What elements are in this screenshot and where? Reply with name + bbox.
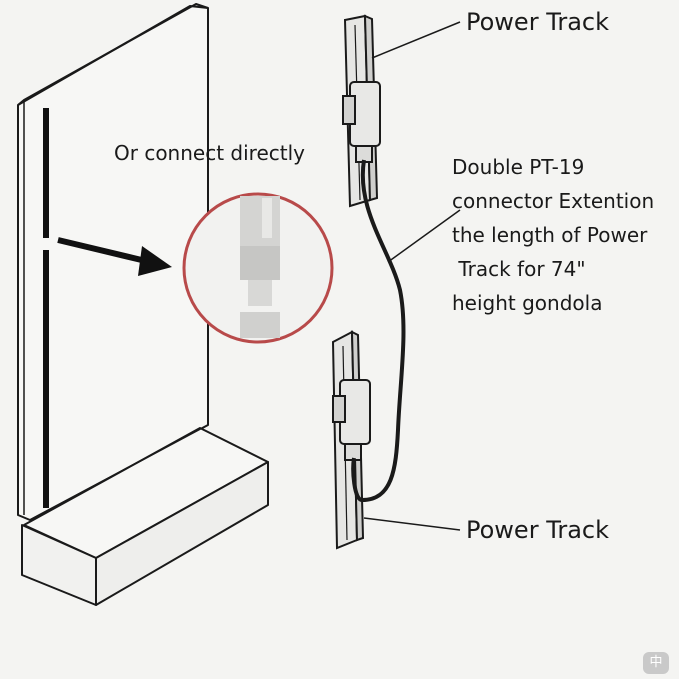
connector-detail-circle	[182, 192, 334, 344]
description-line: the length of Power	[452, 223, 648, 247]
connector-top	[342, 81, 381, 163]
gondola-unit	[17, 3, 269, 606]
gondola-panel-edge	[17, 3, 209, 106]
watermark-icon: 中	[643, 652, 669, 674]
connector-bottom	[332, 379, 371, 461]
gondola-track-slot-upper	[43, 108, 49, 238]
description-line: height gondola	[452, 291, 603, 315]
power-track-bottom-label: Power Track	[466, 516, 609, 544]
connect-directly-label: Or connect directly	[114, 141, 305, 165]
description-line: Double PT-19	[452, 155, 585, 179]
gondola-base-side	[21, 524, 97, 606]
extension-description: Double PT-19 connector Extention the len…	[452, 150, 654, 320]
gondola-track-slot-lower	[43, 250, 49, 508]
power-track-top-label: Power Track	[466, 8, 609, 36]
description-line: Track for 74"	[452, 257, 586, 281]
description-line: connector Extention	[452, 189, 655, 213]
leader-lines	[363, 21, 461, 531]
arrow-to-detail	[57, 237, 172, 276]
extension-cable	[351, 159, 406, 503]
